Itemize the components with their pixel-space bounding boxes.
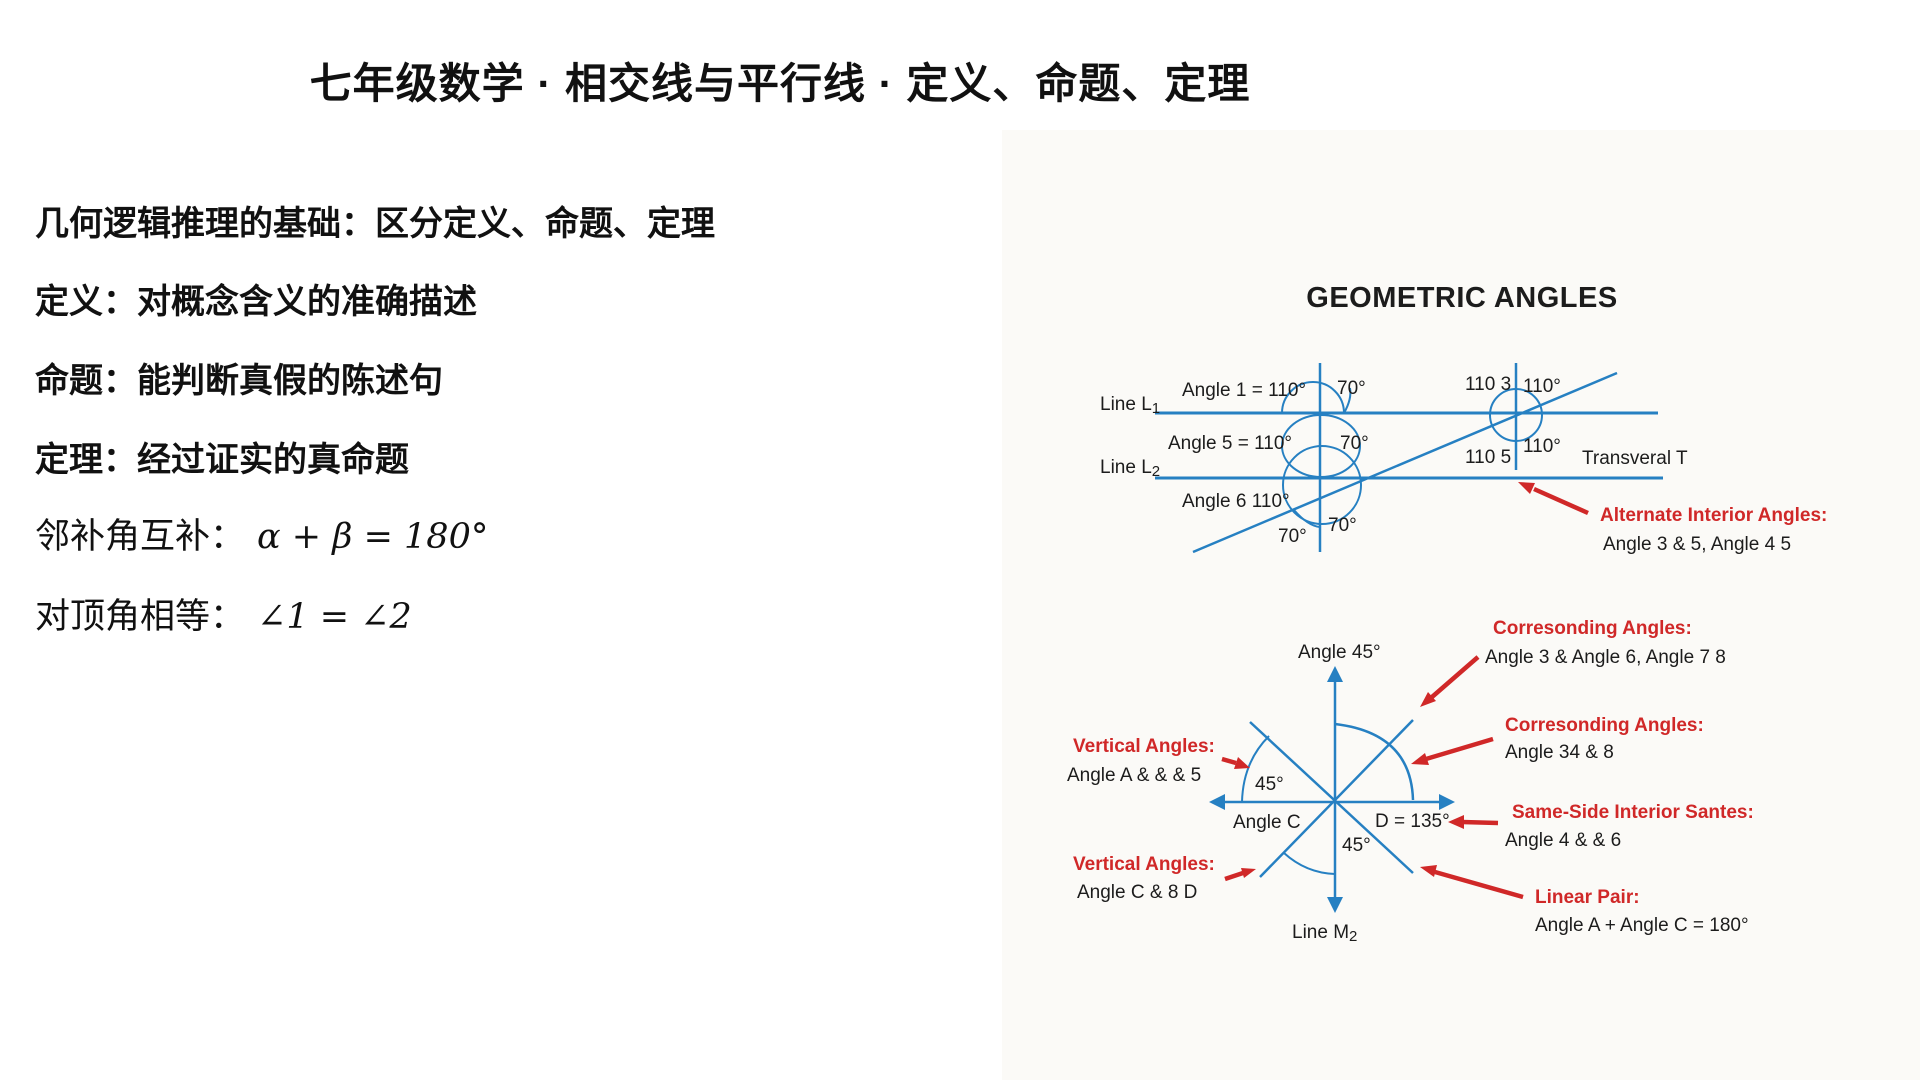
vertical-angles-1-heading: Vertical Angles: [1073, 736, 1215, 757]
annotation-arrow [1425, 736, 1494, 762]
annotation-arrowhead [1420, 865, 1437, 877]
corresponding-1-heading: Corresonding Angles: [1493, 618, 1692, 639]
note-text: 几何逻辑推理的基础：区分定义、命题、定理 [35, 205, 715, 243]
annotation-arrowhead [1448, 815, 1464, 829]
arrow-left [1209, 794, 1225, 810]
note-text: 定义：对概念含义的准确描述 [35, 283, 477, 321]
note-text: 命题：能判断真假的陈述句 [35, 362, 443, 400]
linear-pair-sub: Angle A + Angle C = 180° [1535, 915, 1749, 936]
linear-pair-heading: Linear Pair: [1535, 887, 1640, 908]
angle-arc [1281, 381, 1345, 414]
figure-title: GEOMETRIC ANGLES [1306, 282, 1617, 314]
angle-circle [1282, 445, 1362, 525]
angle-c-label: Angle C [1233, 812, 1301, 833]
line-L2-label: Line L2 [1100, 457, 1160, 480]
transversal-line [1192, 371, 1618, 554]
same-side-heading: Same-Side Interior Santes: [1512, 802, 1754, 823]
page-title: 七年级数学 · 相交线与平行线 · 定义、命题、定理 [309, 60, 1251, 107]
angle-110-3-label: 110 3 [1465, 374, 1511, 395]
diagonal-up [1259, 719, 1414, 878]
diagonal-down [1249, 721, 1414, 874]
angle-45-left-label: 45° [1255, 774, 1284, 795]
alternate-interior-heading: Alternate Interior Angles: [1600, 505, 1827, 526]
angle-70-label: 70° [1278, 526, 1307, 547]
angle-110-br-label: 110° [1523, 436, 1561, 457]
quarter-arc-right [1334, 722, 1415, 801]
angle1-label: Angle 1 = 110° [1182, 380, 1306, 401]
alternate-interior-sub: Angle 3 & 5, Angle 4 5 [1603, 534, 1791, 555]
annotation-arrow [1434, 869, 1524, 900]
parallel-lines-diagram: Line L1 Line L2 Angle 1 = 110° 70° 110 3… [1100, 363, 1827, 555]
annotation-arrow [1461, 819, 1499, 826]
arc-45-bottom [1283, 852, 1336, 875]
angle-110-tr-label: 110° [1523, 376, 1561, 397]
vertical-angles-2-sub: Angle C & 8 D [1077, 882, 1197, 903]
annotation-arrowhead [1420, 692, 1436, 707]
intersecting-lines-diagram: Angle 45° 45° Angle C D = 135° 45° Line … [1067, 618, 1754, 945]
arrow-up [1327, 666, 1343, 682]
angle-45-top-label: Angle 45° [1298, 642, 1381, 663]
note-line-basis: 几何逻辑推理的基础：区分定义、命题、定理 [35, 196, 715, 245]
vertical-angles-2-heading: Vertical Angles: [1073, 854, 1215, 875]
note-formula: α + β = 180° [257, 517, 489, 557]
angle-70-label: 70° [1340, 433, 1369, 454]
angle-d-135-label: D = 135° [1375, 811, 1450, 832]
annotation-arrowhead [1518, 482, 1535, 494]
transversal-label: Transveral T [1582, 448, 1688, 469]
angle-arc [1293, 509, 1321, 528]
line-M2-label: Line M2 [1292, 922, 1357, 945]
annotation-arrow [1430, 655, 1480, 699]
angle-70-label: 70° [1328, 515, 1357, 536]
note-line-vertical-equal: 对顶角相等： ∠1 = ∠2 [35, 588, 412, 639]
geometric-angles-figure: GEOMETRIC ANGLES Line L1 Line L2 Angle 1… [1067, 282, 1827, 945]
line-L1-label: Line L1 [1100, 394, 1160, 417]
angle-45-mid-label: 45° [1342, 835, 1371, 856]
note-line-supplementary: 邻补角互补： α + β = 180° [35, 508, 488, 559]
note-label: 邻补角互补： [35, 517, 246, 556]
note-text: 定理：经过证实的真命题 [35, 441, 409, 479]
vertical-angles-1-sub: Angle A & & & 5 [1067, 765, 1201, 786]
arrow-down [1327, 897, 1343, 913]
arc-45-left [1241, 735, 1270, 803]
corresponding-2-heading: Corresonding Angles: [1505, 715, 1704, 736]
note-line-proposition: 命题：能判断真假的陈述句 [35, 353, 443, 402]
angle-circle [1489, 388, 1543, 442]
same-side-sub: Angle 4 & & 6 [1505, 830, 1621, 851]
annotation-arrow [1221, 756, 1237, 766]
angle-70-label: 70° [1337, 378, 1366, 399]
note-label: 对顶角相等： [35, 597, 246, 636]
note-line-definition: 定义：对概念含义的准确描述 [35, 274, 477, 323]
annotation-arrowhead [1411, 753, 1429, 765]
annotation-arrow [1224, 870, 1244, 882]
angle-circle [1281, 414, 1361, 478]
angle5-label: Angle 5 = 110° [1168, 433, 1292, 454]
note-line-theorem: 定理：经过证实的真命题 [35, 432, 409, 481]
note-formula: ∠1 = ∠2 [257, 597, 412, 637]
angle-arc [1343, 387, 1352, 414]
angle-110-5-label: 110 5 [1465, 447, 1511, 468]
annotation-arrowhead [1234, 757, 1250, 769]
arrow-right [1439, 794, 1455, 810]
corresponding-1-sub: Angle 3 & Angle 6, Angle 7 8 [1485, 647, 1726, 668]
corresponding-2-sub: Angle 34 & 8 [1505, 742, 1614, 763]
figure-background [1002, 130, 1920, 1080]
angle6-label: Angle 6 110° [1182, 491, 1290, 512]
annotation-arrow [1533, 486, 1589, 516]
annotation-arrowhead [1241, 868, 1256, 878]
